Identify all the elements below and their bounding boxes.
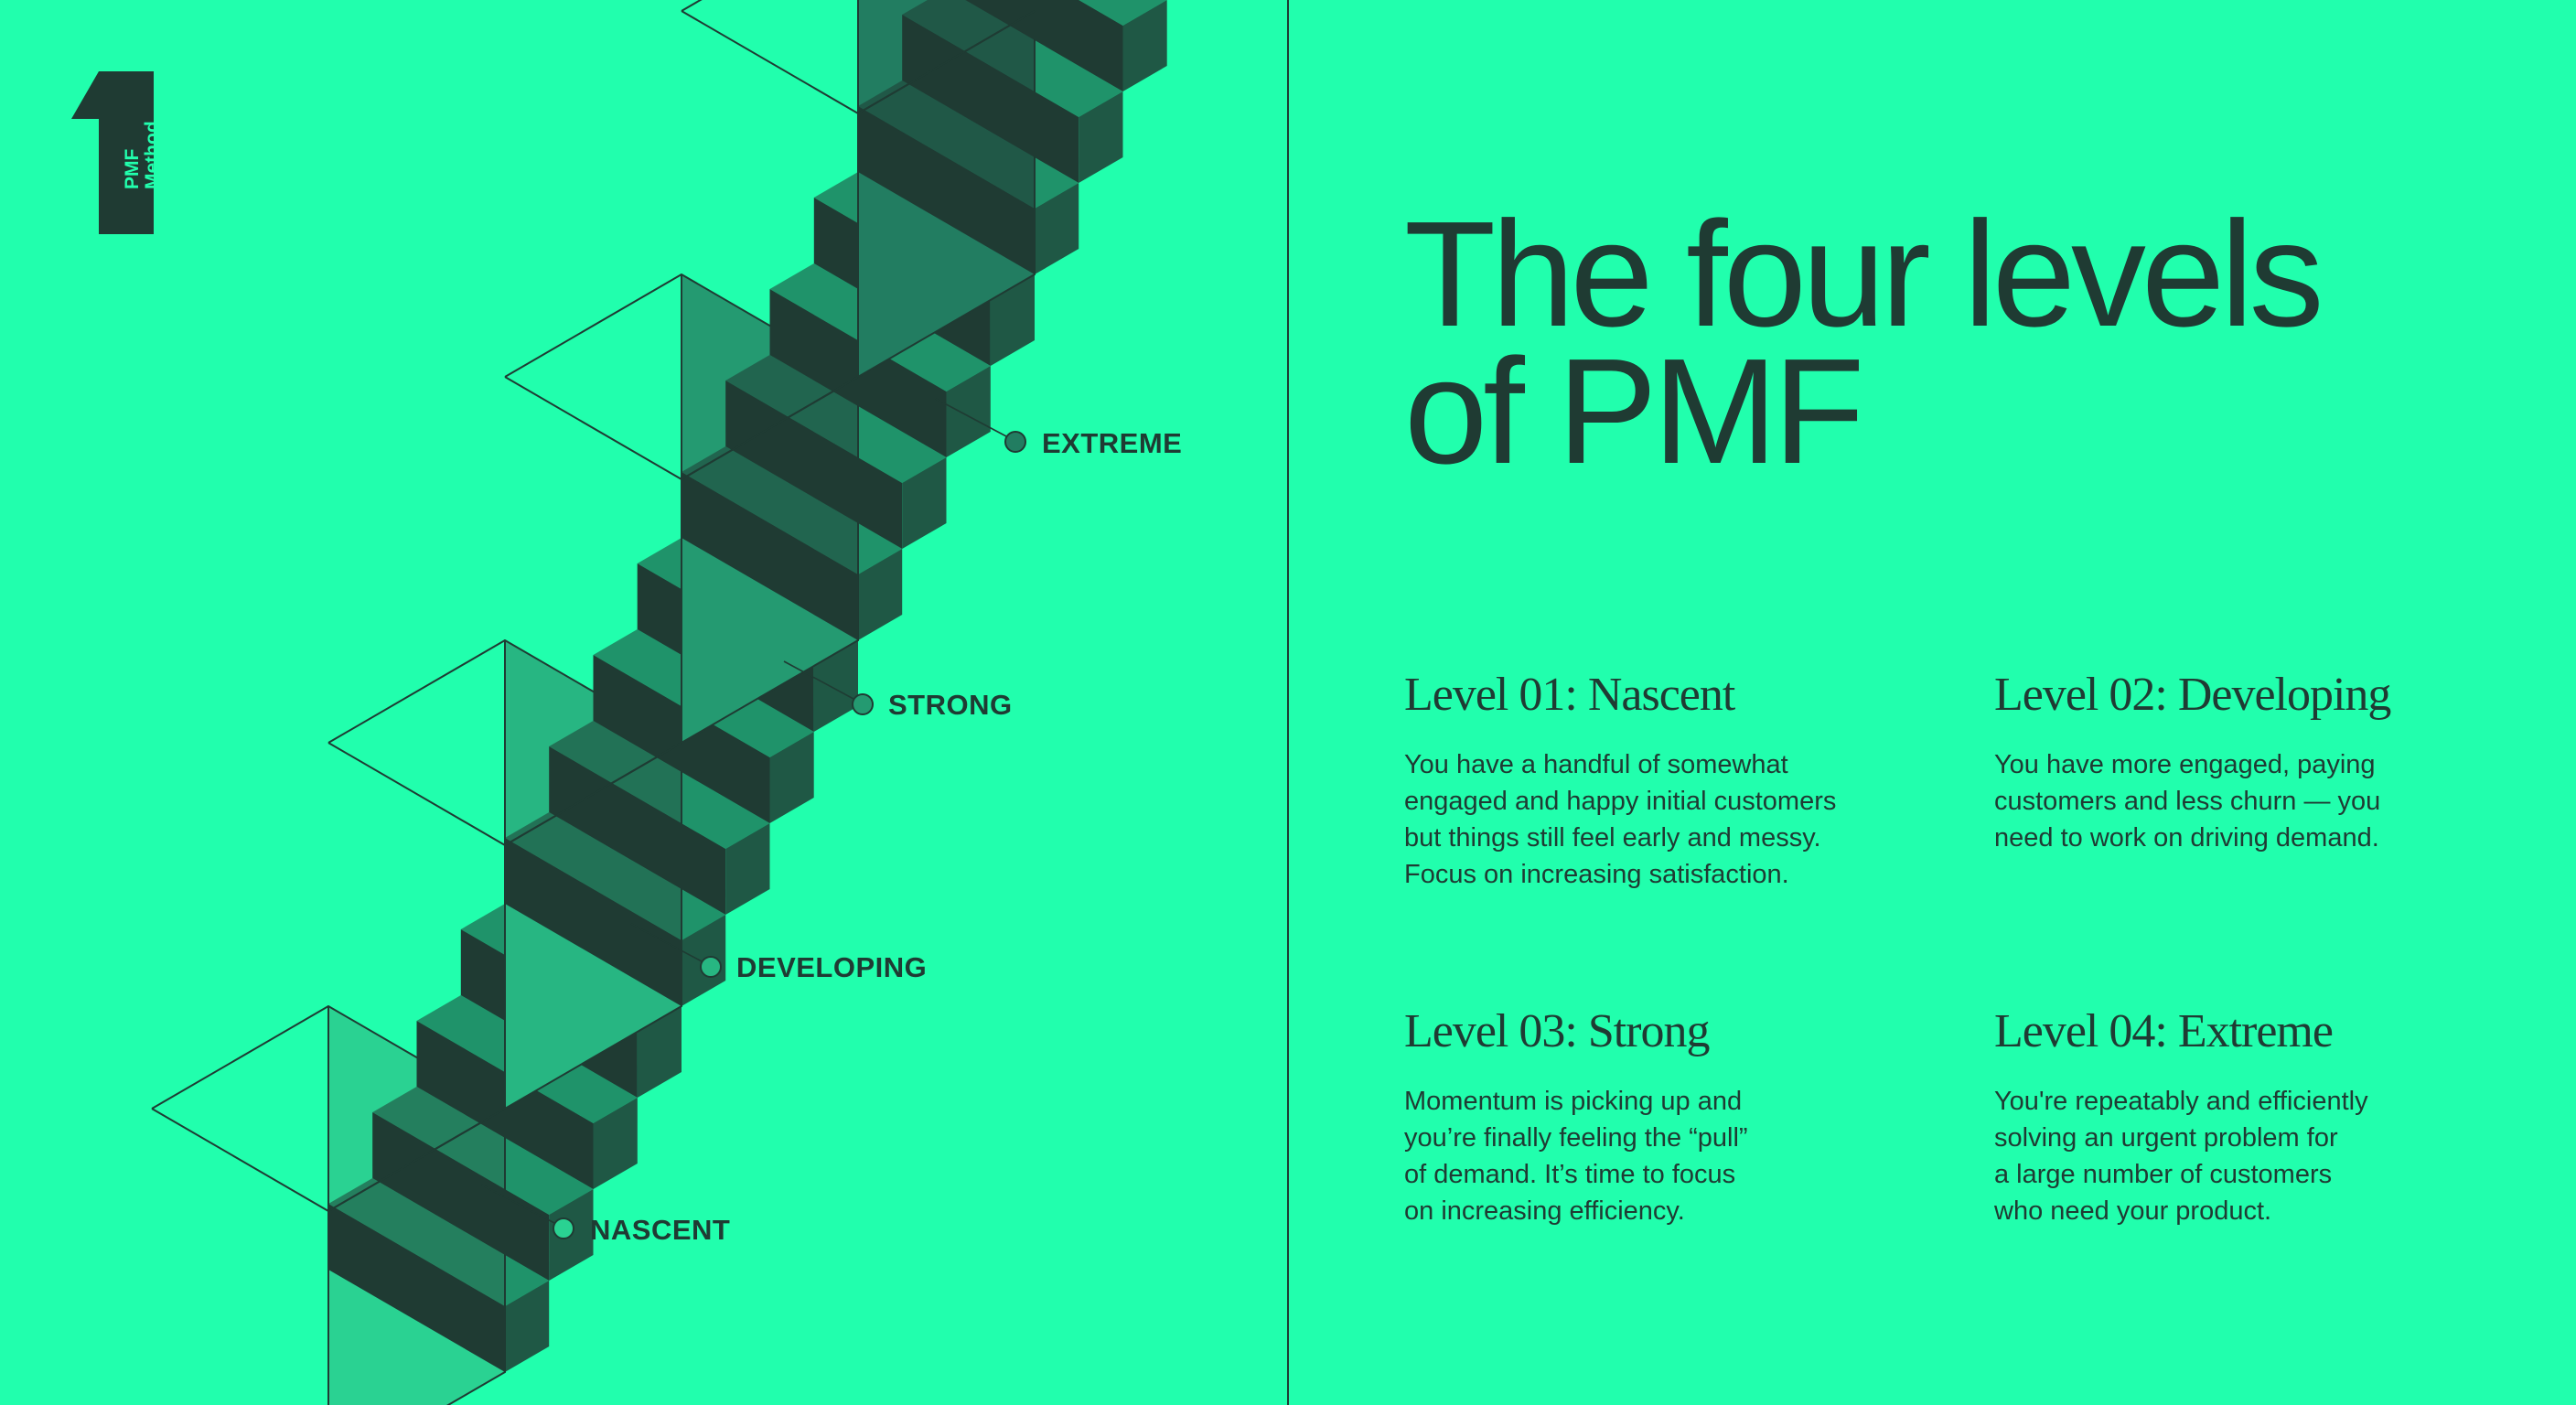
- step-end: [946, 366, 991, 457]
- label-dot-extreme: [1004, 431, 1026, 453]
- level-description: Momentum is picking up and you’re finall…: [1404, 1083, 1916, 1229]
- title-line-2: of PMF: [1404, 327, 1865, 495]
- level-card-strong: Level 03: Strong Momentum is picking up …: [1404, 1004, 1916, 1229]
- leader-line-developing: [630, 923, 703, 962]
- level-heading: Level 01: Nascent: [1404, 669, 1735, 721]
- step-riser: [505, 838, 682, 1006]
- level-heading: Level 02: Developing: [1994, 669, 2391, 721]
- level-heading: Level 03: Strong: [1404, 1005, 1711, 1057]
- description-line: You have a handful of somewhat: [1404, 750, 1788, 779]
- step-end: [1079, 91, 1123, 183]
- step-tread: [372, 1087, 594, 1215]
- step-end: [1122, 0, 1167, 91]
- step-tread: [505, 812, 726, 940]
- description-line: on increasing efficiency.: [1404, 1196, 1685, 1226]
- numeral-one-logo-icon: [71, 71, 154, 234]
- step-end: [990, 274, 1035, 366]
- description-line: of demand. It’s time to focus: [1404, 1160, 1736, 1189]
- step-end: [858, 549, 903, 640]
- description-line: You're repeatably and efficiently: [1994, 1087, 2368, 1116]
- step-riser: [549, 746, 726, 915]
- step-tread: [328, 1178, 550, 1306]
- step-tread: [549, 721, 770, 849]
- cube-edge: [681, 376, 859, 480]
- cube-edge: [504, 273, 682, 378]
- description-line: a large number of customers: [1994, 1160, 2333, 1189]
- step-riser: [328, 1204, 505, 1372]
- step-end: [593, 1098, 638, 1189]
- description-line: You have more engaged, paying: [1994, 750, 2376, 779]
- title-line-1: The four levels: [1404, 190, 2324, 358]
- step-riser: [858, 106, 1035, 274]
- step-tread: [858, 80, 1079, 209]
- description-line: but things still feel early and messy.: [1404, 823, 1821, 853]
- level-description: You have more engaged, paying customers …: [1994, 746, 2506, 856]
- step-end: [769, 732, 814, 823]
- cube-edge: [504, 376, 682, 480]
- leader-line-strong: [783, 660, 854, 700]
- step-end: [902, 457, 947, 549]
- level-card-developing: Level 02: Developing You have more engag…: [1994, 668, 2506, 856]
- step-end: [725, 823, 770, 915]
- step-tread: [902, 0, 1123, 117]
- step-end: [1035, 183, 1079, 274]
- page-title: The four levels of PMF: [1404, 190, 2324, 495]
- page-divider: [1287, 0, 1289, 1405]
- diagram-label-developing: DEVELOPING: [736, 951, 928, 983]
- step-riser: [902, 15, 1079, 183]
- description-line: Momentum is picking up and: [1404, 1087, 1743, 1116]
- description-line: solving an urgent problem for: [1994, 1123, 2338, 1153]
- cube-edge: [327, 742, 506, 846]
- cube-edge: [681, 0, 703, 12]
- step-riser: [682, 472, 858, 640]
- diagram-label-extreme: EXTREME: [1042, 427, 1183, 459]
- level-block-extreme: [681, 0, 1167, 378]
- step-riser: [725, 381, 903, 549]
- cube-edge: [857, 10, 1036, 114]
- cube-edge: [327, 1108, 506, 1212]
- level-heading: Level 04: Extreme: [1994, 1005, 2334, 1057]
- step-tread: [725, 355, 947, 483]
- level-description: You're repeatably and efficiently solvin…: [1994, 1083, 2506, 1229]
- label-dot-developing: [700, 956, 722, 978]
- step-tread: [682, 446, 903, 574]
- level-description: You have a handful of somewhat engaged a…: [1404, 746, 1916, 893]
- description-line: customers and less churn — you: [1994, 787, 2381, 816]
- level-card-extreme: Level 04: Extreme You're repeatably and …: [1994, 1004, 2506, 1229]
- step-end: [505, 1281, 550, 1372]
- step-riser: [372, 1112, 550, 1281]
- diagram-label-nascent: NASCENT: [590, 1214, 731, 1246]
- leader-line-extreme: [935, 398, 1007, 437]
- cube-edge: [504, 742, 682, 846]
- description-line: need to work on driving demand.: [1994, 823, 2379, 853]
- pmf-staircase-diagram: [151, 0, 1167, 1405]
- cube-edge: [151, 1005, 329, 1110]
- cube-edge: [327, 639, 506, 744]
- description-line: Focus on increasing satisfaction.: [1404, 860, 1789, 889]
- step-end: [637, 1006, 682, 1098]
- step-tread: [1079, 0, 1167, 26]
- level-card-nascent: Level 01: Nascent You have a handful of …: [1404, 668, 1916, 893]
- description-line: who need your product.: [1994, 1196, 2272, 1226]
- label-dot-nascent: [553, 1217, 574, 1239]
- cube-edge: [681, 10, 859, 114]
- description-line: you’re finally feeling the “pull”: [1404, 1123, 1748, 1153]
- leader-line-nascent: [480, 1184, 555, 1224]
- step-end: [813, 640, 858, 732]
- label-dot-strong: [852, 693, 874, 715]
- staircase-group: [151, 0, 1167, 1405]
- diagram-label-strong: STRONG: [888, 689, 1013, 721]
- description-line: engaged and happy initial customers: [1404, 787, 1837, 816]
- cube-edge: [151, 1108, 329, 1212]
